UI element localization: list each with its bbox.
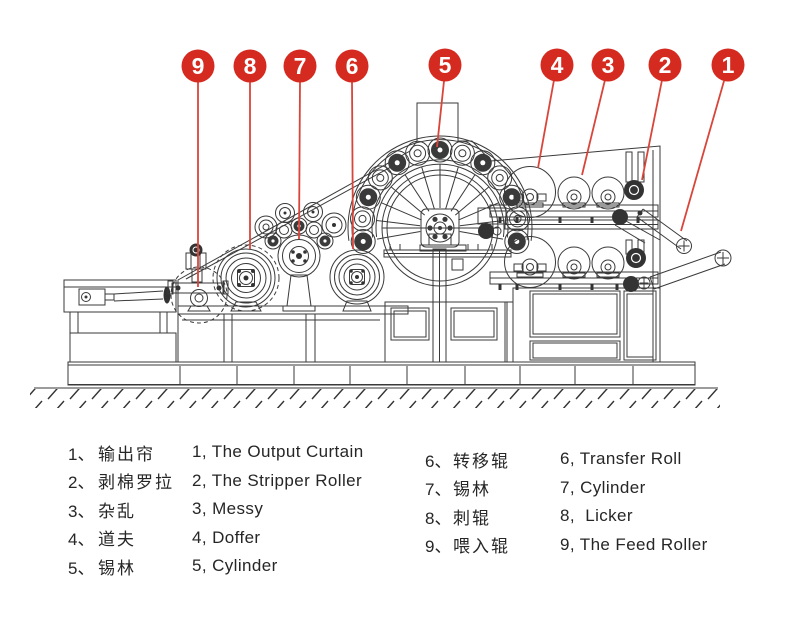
callout-5-label: 5	[439, 52, 452, 78]
legend-zh: 转移辊	[453, 451, 510, 471]
callout-badges: 9 8 7 6 5 4 3	[181, 48, 745, 83]
legend-zh: 喂入辊	[453, 537, 510, 557]
legend-zh: 锡林	[98, 558, 136, 578]
callout-7: 7	[283, 49, 317, 83]
legend-row-5: 5、 锡林 5, Cylinder	[68, 552, 364, 581]
callout-3: 3	[591, 48, 625, 82]
legend-zh: 剥棉罗拉	[98, 473, 174, 493]
legend-en: 9, The Feed Roller	[560, 534, 708, 554]
cylinder-satellite-rollers	[350, 137, 530, 254]
legend-num: 6、	[425, 451, 452, 471]
legend-zh: 锡林	[453, 480, 491, 500]
legend-row-1: 1、 输出帘 1, The Output Curtain	[68, 438, 364, 467]
legend-zh: 杂乱	[98, 501, 136, 521]
legend-zh: 刺辊	[453, 508, 491, 528]
legend-num: 7、	[425, 480, 452, 500]
messy-roll	[557, 176, 591, 210]
legend-column-left: 1、 输出帘 1, The Output Curtain 2、 剥棉罗拉 2, …	[68, 438, 364, 581]
legend-num: 4、	[68, 530, 95, 550]
callout-1: 1	[711, 48, 745, 82]
small-cylinder-group	[254, 202, 347, 312]
machine-diagram: 9 8 7 6 5 4 3	[30, 48, 745, 408]
legend-num: 1、	[68, 444, 95, 464]
callout-3-label: 3	[602, 52, 615, 78]
legend-num: 2、	[68, 473, 95, 493]
legend-en: 6, Transfer Roll	[560, 449, 682, 469]
callout-9-label: 9	[192, 53, 205, 79]
legend-row-8: 8、 刺辊 8, Licker	[425, 502, 708, 531]
callout-8-label: 8	[244, 53, 257, 79]
callout-2-label: 2	[659, 52, 672, 78]
legend-num: 8、	[425, 508, 452, 528]
legend-row-7: 7、 锡林 7, Cylinder	[425, 474, 708, 503]
legend-column-right: 6、 转移辊 6, Transfer Roll 7、 锡林 7, Cylinde…	[425, 445, 708, 559]
legend-num: 3、	[68, 501, 95, 521]
callout-4-label: 4	[551, 52, 564, 78]
legend-num: 9、	[425, 537, 452, 557]
legend-row-6: 6、 转移辊 6, Transfer Roll	[425, 445, 708, 474]
legend-en: 8, Licker	[560, 506, 633, 526]
legend-row-9: 9、 喂入辊 9, The Feed Roller	[425, 531, 708, 560]
legend-zh: 道夫	[98, 530, 136, 550]
lower-cabinets	[177, 248, 661, 363]
legend-zh: 输出帘	[98, 444, 155, 464]
callout-6: 6	[335, 49, 369, 83]
ground	[30, 387, 720, 408]
legend-en: 4, Doffer	[192, 527, 261, 547]
machine-base	[67, 361, 696, 386]
messy-roll	[591, 176, 625, 210]
callout-9: 9	[181, 49, 215, 83]
legend-en: 7, Cylinder	[560, 477, 646, 497]
output-curtain-arms	[623, 208, 732, 292]
doffer-bottom-row	[489, 236, 659, 290]
feed-roller-group	[167, 243, 229, 324]
callout-5: 5	[428, 48, 462, 82]
legend-num: 5、	[68, 558, 95, 578]
legend-row-3: 3、 杂乱 3, Messy	[68, 495, 364, 524]
doffer-top-row	[489, 151, 659, 223]
legend-en: 2, The Stripper Roller	[192, 470, 363, 490]
callout-leader-lines	[197, 79, 725, 287]
feed-table-unit	[63, 279, 177, 363]
legend-en: 3, Messy	[192, 499, 264, 519]
stripper-roller	[624, 180, 644, 200]
licker-roller-group	[212, 244, 280, 312]
legend-row-4: 4、 道夫 4, Doffer	[68, 524, 364, 553]
transfer-roll-group	[329, 249, 385, 312]
callout-2: 2	[648, 48, 682, 82]
callout-8: 8	[233, 49, 267, 83]
legend-en: 5, Cylinder	[192, 556, 278, 576]
callout-6-label: 6	[346, 53, 359, 79]
callout-1-label: 1	[722, 52, 735, 78]
legend-en: 1, The Output Curtain	[192, 442, 364, 462]
callout-7-label: 7	[294, 53, 307, 79]
legend-row-2: 2、 剥棉罗拉 2, The Stripper Roller	[68, 467, 364, 496]
callout-4: 4	[540, 48, 574, 82]
